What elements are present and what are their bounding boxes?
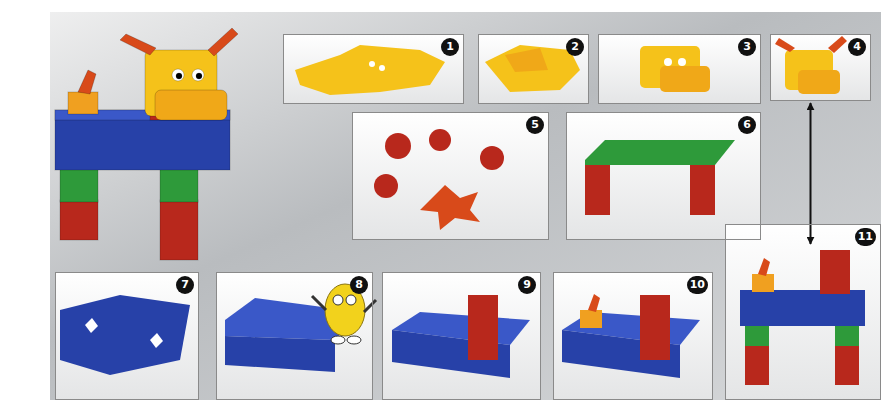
finished-toy [55,28,238,260]
step-10-parts [562,294,700,378]
callout-number: 7 [176,276,194,294]
callout-number: 5 [526,116,544,134]
callout-number: 2 [566,38,584,56]
callout-number: 9 [518,276,536,294]
step-4-parts [775,36,847,94]
left-band [0,0,50,400]
callout-number: 6 [738,116,756,134]
double-arrow [810,103,812,244]
step-panel: 6 [566,112,761,240]
step-7-parts [60,295,190,375]
callout-number: 8 [350,276,368,294]
step-11-parts [740,250,865,385]
step-panel: 7 [55,272,199,400]
callout-number: 10 [687,276,708,294]
callout-number: 4 [848,38,866,56]
step-panel: 10 [553,272,713,400]
step-panel: 2 [478,34,589,104]
step-panel: 11 [725,224,881,400]
mascot [312,284,376,344]
panel-grounds [55,34,881,400]
step-3-parts [640,46,710,92]
step-panel: 4 [770,34,871,101]
step-panel: 9 [382,272,541,400]
step-5-parts [374,129,504,230]
step-2-parts [485,45,580,92]
top-band [0,0,881,12]
step-panel: 3 [598,34,761,104]
step-panel: 5 [352,112,549,240]
step-panel: 8 [216,272,373,400]
callout-number: 11 [855,228,876,246]
callout-number: 3 [738,38,756,56]
callout-number: 1 [441,38,459,56]
step-9-parts [392,295,530,378]
step-6-parts [585,140,735,215]
step-panel: 1 [283,34,464,104]
step-1-parts [295,45,445,95]
